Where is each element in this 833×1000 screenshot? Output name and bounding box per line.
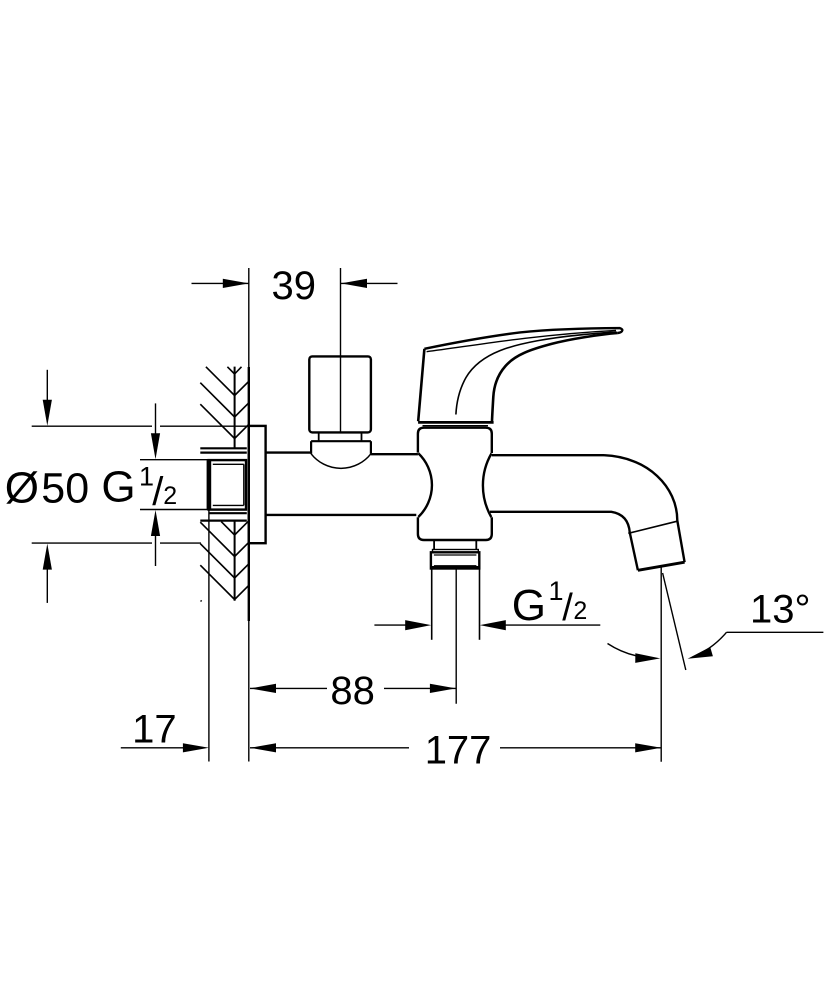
svg-text:/: / (562, 587, 573, 629)
svg-text:/: / (152, 470, 164, 514)
svg-text:2: 2 (573, 597, 587, 625)
svg-text:88: 88 (330, 669, 375, 713)
svg-text:13°: 13° (750, 587, 811, 631)
svg-text:50: 50 (41, 464, 89, 512)
svg-text:G: G (101, 462, 135, 511)
svg-text:1: 1 (139, 462, 154, 492)
svg-text:177: 177 (425, 729, 492, 773)
svg-text:39: 39 (272, 264, 317, 308)
svg-text:2: 2 (163, 482, 177, 510)
svg-text:17: 17 (132, 707, 177, 751)
svg-text:G: G (512, 581, 546, 630)
svg-text:Ø: Ø (5, 463, 39, 512)
svg-text:1: 1 (549, 576, 564, 606)
